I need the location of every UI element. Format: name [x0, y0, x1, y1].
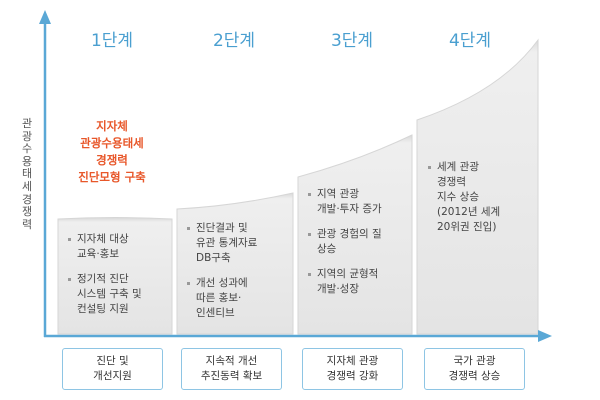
list-item-line: 개발·투자 증가	[317, 203, 382, 215]
stage-label-4: 4단계	[448, 31, 492, 51]
list-item-line: (2012년 세계	[437, 206, 501, 218]
bottom-label-4: 국가 관광 경쟁력 상승	[424, 348, 525, 390]
list-item: 세계 관광 경쟁력 지수 상승 (2012년 세계 20위권 진입)	[428, 160, 536, 235]
list-item-line: 지수 상승	[437, 191, 479, 203]
list-item: 개선 성과에 따른 홍보· 인센티브	[187, 276, 291, 321]
list-item-line: 지자체 대상	[77, 233, 129, 245]
stage-label-2: 2단계	[212, 31, 256, 51]
stage-block-1	[57, 217, 173, 335]
list-item-line: 개선 성과에	[196, 277, 248, 289]
bottom-label-line: 진단 및	[96, 355, 129, 367]
list-item-line: 지역 관광	[317, 188, 359, 200]
stage-block-2	[176, 192, 294, 335]
list-item-line: 교육·홍보	[77, 248, 119, 260]
block-3-list: 지역 관광 개발·투자 증가 관광 경험의 질 상승 지역의 균형적 개발·성장	[308, 187, 412, 307]
list-item-line: 정기적 진단	[77, 273, 129, 285]
list-item-line: 지역의 균형적	[317, 268, 379, 280]
list-item: 진단결과 및 유관 통계자료 DB구축	[187, 221, 291, 266]
list-item: 지역 관광 개발·투자 증가	[308, 187, 412, 217]
list-item: 지자체 대상 교육·홍보	[68, 232, 170, 262]
highlight-line: 관광수용태세	[80, 136, 144, 150]
list-item-line: 유관 통계자료	[196, 237, 258, 249]
list-item-line: 따른 홍보·	[196, 292, 242, 304]
list-item-line: DB구축	[196, 252, 231, 264]
list-item-line: 20위권 진입)	[437, 221, 497, 233]
stage-block-3	[297, 134, 413, 335]
block-2-list: 진단결과 및 유관 통계자료 DB구축 개선 성과에 따른 홍보· 인센티브	[187, 221, 291, 331]
list-item-line: 컨설팅 지원	[77, 303, 129, 315]
highlight-line: 진단모형 구축	[78, 170, 146, 184]
list-item-line: 세계 관광	[437, 161, 479, 173]
bottom-label-line: 경쟁력 상승	[448, 370, 501, 382]
list-item: 지역의 균형적 개발·성장	[308, 267, 412, 297]
list-item: 정기적 진단 시스템 구축 및 컨설팅 지원	[68, 272, 170, 317]
list-item: 관광 경험의 질 상승	[308, 227, 412, 257]
bottom-label-line: 지속적 개선	[205, 355, 258, 367]
y-axis-label: 관광 수용태세 경쟁력	[21, 117, 33, 231]
stage-block-4	[416, 38, 539, 335]
x-axis-arrow	[538, 330, 552, 342]
stage-label-1: 1단계	[90, 31, 134, 51]
list-item-line: 인센티브	[196, 307, 235, 319]
block-4-list: 세계 관광 경쟁력 지수 상승 (2012년 세계 20위권 진입)	[428, 160, 536, 245]
bottom-label-line: 국가 관광	[453, 355, 496, 367]
bottom-label-line: 지자체 관광	[326, 355, 379, 367]
list-item-line: 관광 경험의 질	[317, 228, 382, 240]
y-axis-arrow	[39, 10, 51, 24]
bottom-label-1: 진단 및 개선지원	[62, 348, 163, 390]
highlight-line: 지자체	[96, 119, 128, 133]
list-item-line: 개발·성장	[317, 283, 359, 295]
bottom-label-line: 경쟁력 강화	[326, 370, 379, 382]
highlight-text: 지자체 관광수용태세 경쟁력 진단모형 구축	[62, 118, 162, 186]
list-item-line: 시스템 구축 및	[77, 288, 142, 300]
stage-label-3: 3단계	[330, 31, 374, 51]
list-item-line: 상승	[317, 243, 337, 255]
block-1-list: 지자체 대상 교육·홍보 정기적 진단 시스템 구축 및 컨설팅 지원	[68, 232, 170, 327]
highlight-line: 경쟁력	[96, 153, 128, 167]
bottom-label-2: 지속적 개선 추진동력 확보	[181, 348, 282, 390]
list-item-line: 진단결과 및	[196, 222, 248, 234]
list-item-line: 경쟁력	[437, 176, 466, 188]
bottom-label-line: 개선지원	[93, 370, 132, 382]
bottom-label-3: 지자체 관광 경쟁력 강화	[302, 348, 403, 390]
bottom-label-line: 추진동력 확보	[200, 370, 263, 382]
